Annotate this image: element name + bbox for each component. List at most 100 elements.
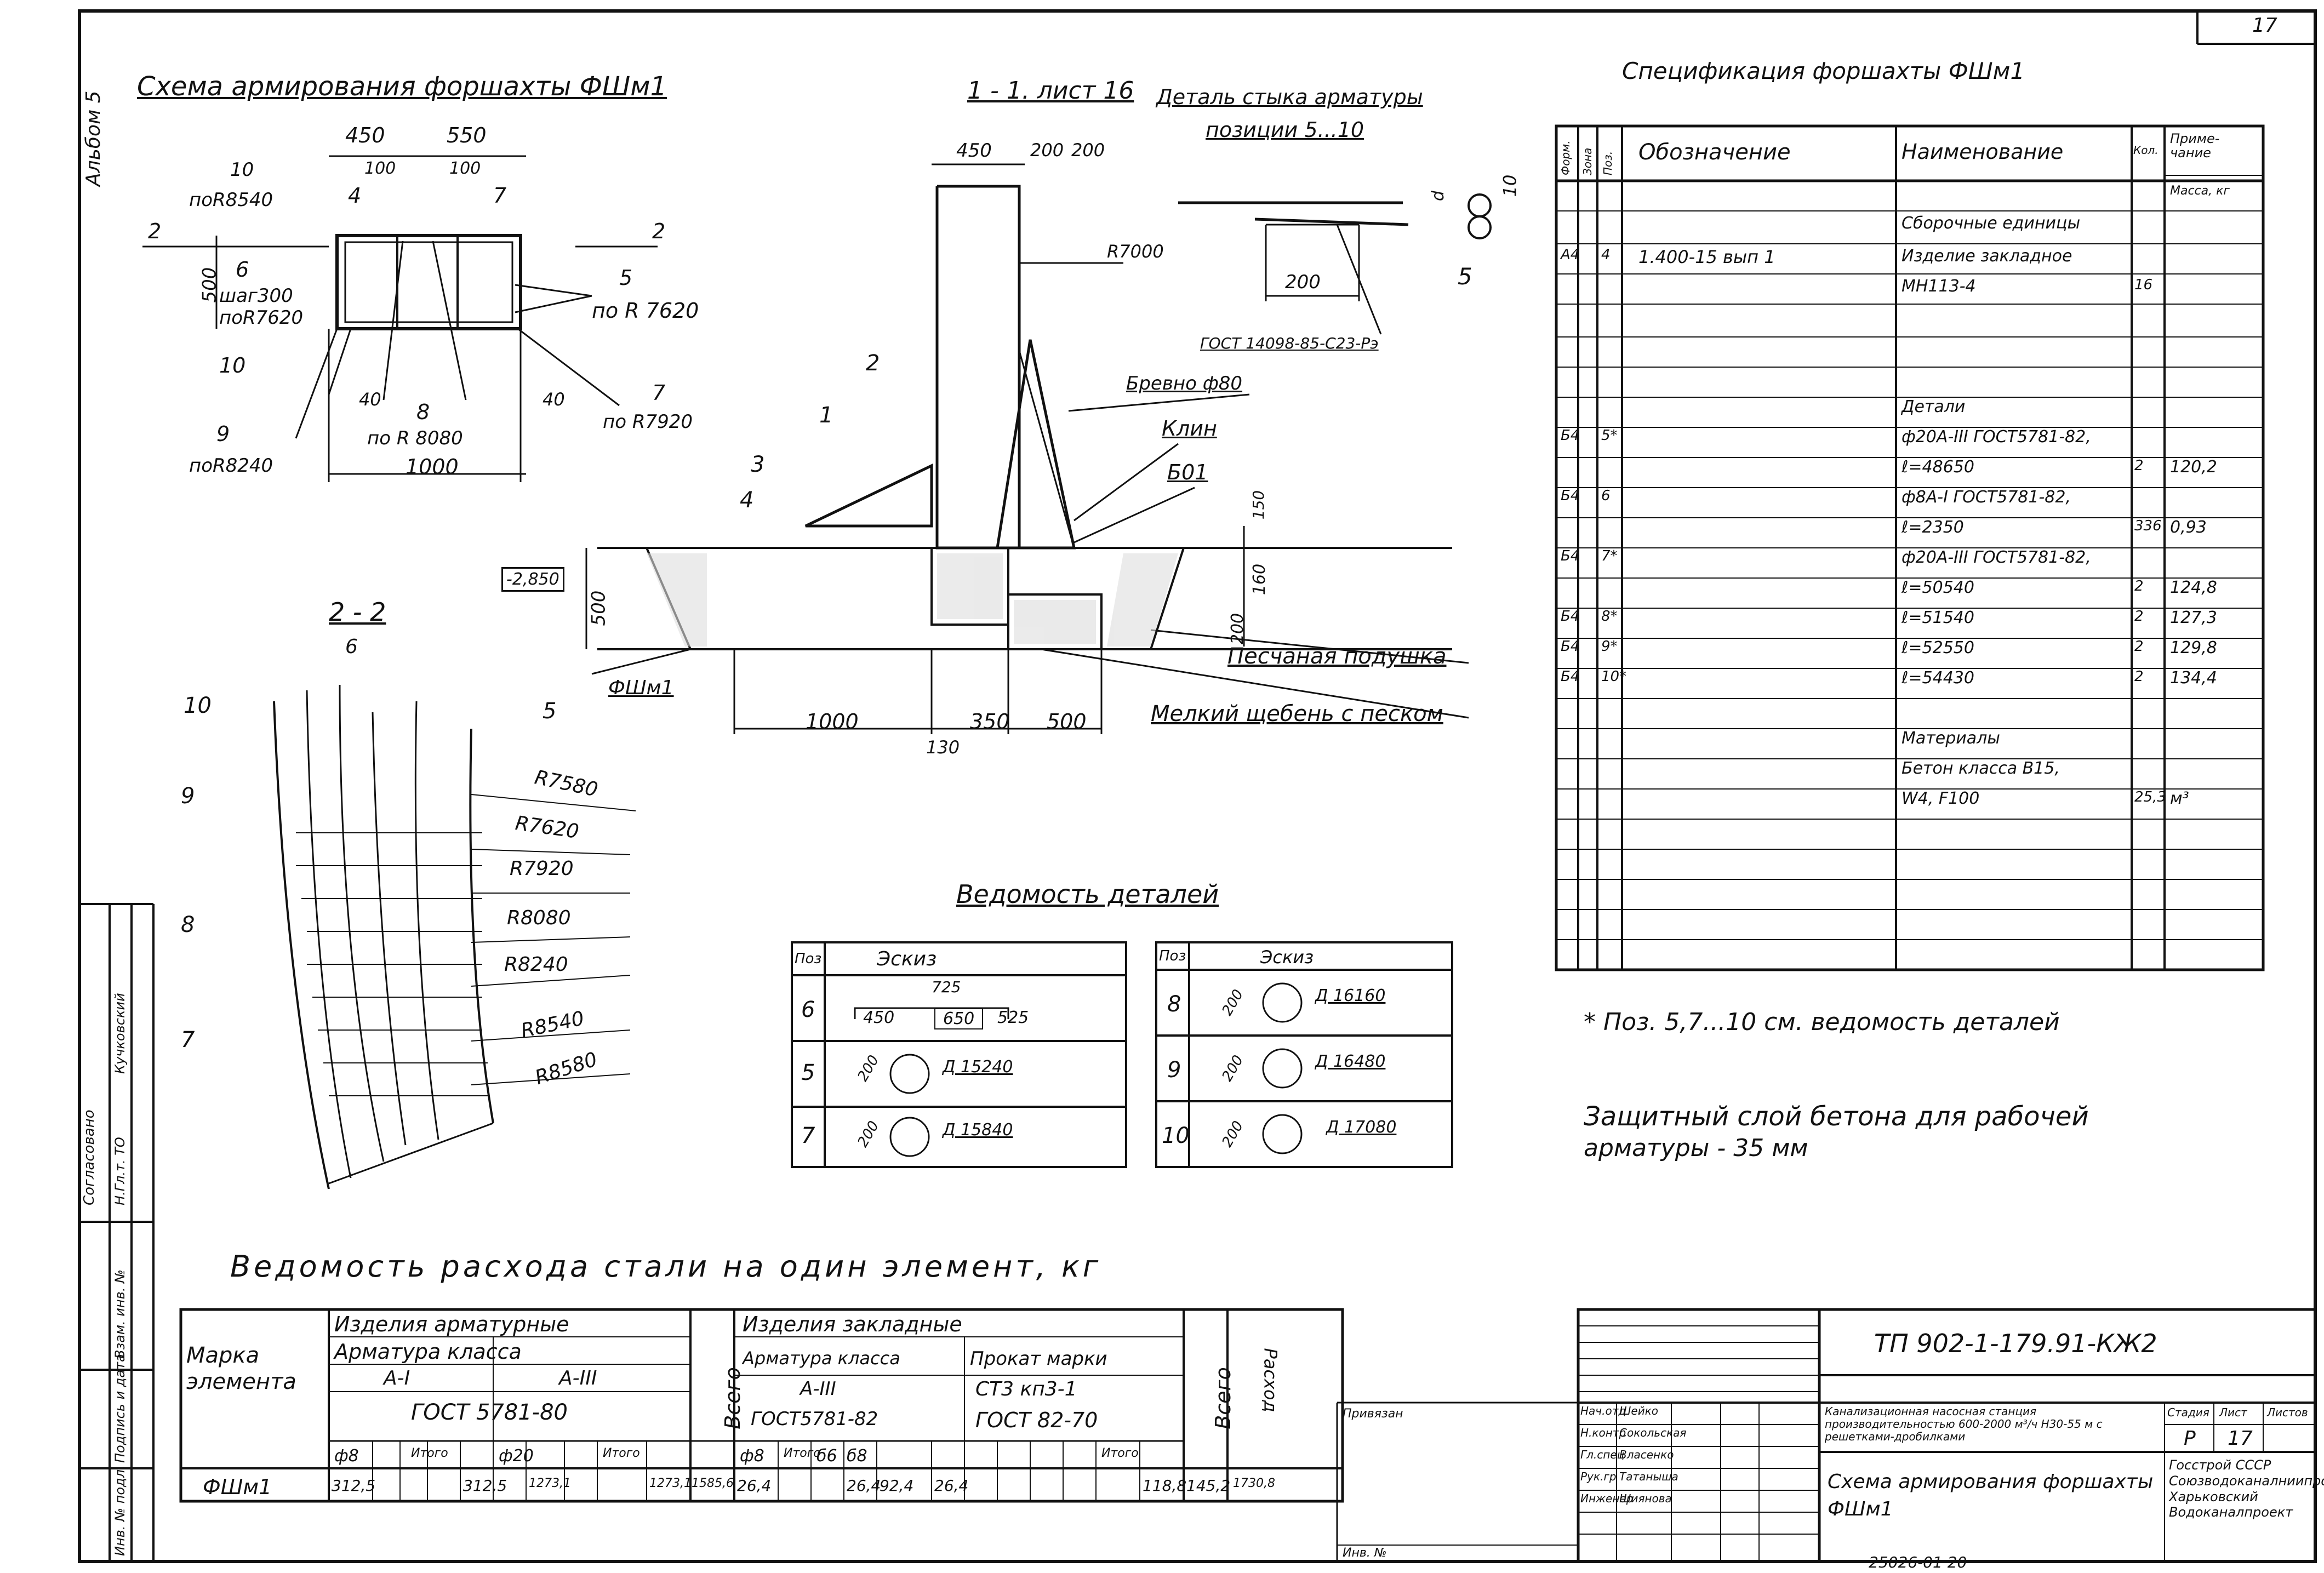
spec-row-name: ℓ=2350 xyxy=(1902,518,1964,537)
archive-number: 25026-01 20 xyxy=(1869,1553,1967,1571)
dim-450: 450 xyxy=(345,123,385,147)
spec-row-format: Б4 xyxy=(1561,638,1580,655)
joint-dim-200: 200 xyxy=(1285,271,1321,293)
section-mark-2b: 2 xyxy=(652,219,666,243)
steel-value: 1585,6 xyxy=(692,1477,734,1490)
spec-row-qty: 2 xyxy=(2134,608,2144,625)
s11-dim-500: 500 xyxy=(1047,710,1087,734)
spec-row-note: 134,4 xyxy=(2170,668,2217,688)
parts-row6-d: 525 xyxy=(997,1008,1029,1027)
stamp-org: Госстрой СССР Союзводоканалниипроект Хар… xyxy=(2169,1457,2324,1520)
spec-row-qty: 2 xyxy=(2134,638,2144,655)
stamp-role: Рук.гр xyxy=(1580,1470,1617,1483)
parts-table-right xyxy=(1155,941,1453,1168)
wedge-shape xyxy=(996,339,1076,550)
stamp-stage: Р xyxy=(2184,1427,2196,1450)
dim-550: 550 xyxy=(447,123,487,147)
joint-dim-d: d xyxy=(1429,190,1448,202)
spec-row-format: Б4 xyxy=(1561,548,1580,564)
label-10b: 10 xyxy=(219,353,246,377)
steel-subheader: б8 xyxy=(847,1446,867,1466)
parts-row6-b: 725 xyxy=(932,978,961,996)
label-7b: 7 xyxy=(652,381,666,405)
steel-value: 92,4 xyxy=(880,1477,914,1495)
steel-h-rebar-class: Арматура класса xyxy=(334,1340,522,1364)
spec-row-note: 129,8 xyxy=(2170,638,2217,657)
spec-row-note: 120,2 xyxy=(2170,457,2217,477)
label-10a: 10 xyxy=(230,159,254,181)
spec-row-qty: 16 xyxy=(2134,277,2153,293)
parts-row5-diam: Д 15240 xyxy=(943,1057,1013,1077)
label-7: 7 xyxy=(493,184,507,208)
joint-dim-5: 5 xyxy=(1458,263,1472,290)
dim-1000: 1000 xyxy=(406,455,459,479)
steel-h-embed-AIII: А-III xyxy=(800,1378,836,1400)
stamp-name: Сокольская xyxy=(1619,1426,1687,1439)
spec-row-name: Материалы xyxy=(1902,729,2000,748)
spec-row-name: Сборочные единицы xyxy=(1902,214,2081,233)
spec-h-qty: Кол. xyxy=(2133,144,2159,157)
spec-row-qty: 2 xyxy=(2134,668,2144,685)
label-7b-r: по R7920 xyxy=(603,411,693,433)
s11-dim-160: 160 xyxy=(1250,563,1270,596)
s11-dim-130: 130 xyxy=(926,737,960,758)
steel-subheader: ф20 xyxy=(499,1446,534,1466)
s22-r8080: R8080 xyxy=(507,907,571,929)
page-number: 17 xyxy=(2252,14,2277,37)
parts-row6-c: 650 xyxy=(934,1008,984,1029)
spec-row-name: Бетон класса В15, xyxy=(1902,759,2060,778)
joint-title-2: позиции 5...10 xyxy=(1206,118,1364,142)
spec-row-name: W4, F100 xyxy=(1902,789,1980,808)
spec-title: Спецификация форшахты ФШм1 xyxy=(1622,58,2025,84)
steel-h-rolled: Прокат марки xyxy=(970,1348,1107,1370)
spec-row-note: 127,3 xyxy=(2170,608,2217,627)
s22-label-10: 10 xyxy=(184,693,212,718)
steel-subheader: Итого xyxy=(784,1446,821,1460)
steel-value: 1273,1 xyxy=(649,1477,692,1490)
spec-h-pos: Поз. xyxy=(1601,151,1614,175)
note-2a: Защитный слой бетона для рабочей xyxy=(1584,1101,2089,1132)
spec-row-name: ф20А-III ГОСТ5781-82, xyxy=(1902,548,2091,567)
label-10a-r: поR8540 xyxy=(189,189,273,211)
section-11-title: 1 - 1. лист 16 xyxy=(967,77,1134,105)
spec-row-pos: 10* xyxy=(1601,668,1627,685)
stamp-role: Гл.спец xyxy=(1580,1448,1625,1461)
spec-row-name: ℓ=51540 xyxy=(1902,608,1974,627)
dim-500: 500 xyxy=(198,267,221,303)
callout-4: 4 xyxy=(740,488,754,513)
parts-right-head-pos: Поз xyxy=(1159,948,1186,964)
spec-row-name: Детали xyxy=(1902,397,1966,416)
spec-row-note: 0,93 xyxy=(2170,518,2207,537)
stamp-role: Инженер xyxy=(1580,1492,1634,1505)
label-9-r: поR8240 xyxy=(189,455,273,477)
label-4: 4 xyxy=(348,184,362,208)
stamp-sheet-title: Схема армирования форшахты ФШм1 xyxy=(1828,1471,2154,1521)
side-inv-repl: Взам. инв. № xyxy=(112,1269,128,1359)
parts-title: Ведомость деталей xyxy=(956,879,1219,909)
spec-h-form: Форм. xyxy=(1559,140,1572,175)
spec-h-des: Обозначение xyxy=(1638,140,1791,165)
s22-r7920: R7920 xyxy=(510,857,574,880)
spec-row-pos: 4 xyxy=(1601,247,1611,263)
steel-value: 312,5 xyxy=(332,1477,376,1495)
joint-title-1: Деталь стыка арматуры xyxy=(1156,85,1423,109)
stamp-inv: Инв. № xyxy=(1343,1546,1387,1560)
label-6: 6 xyxy=(236,258,249,282)
s22-label-7: 7 xyxy=(181,1027,195,1053)
steel-h-embed-gost: ГОСТ5781-82 xyxy=(751,1408,878,1430)
s11-dim-200b: 200 xyxy=(1071,140,1105,161)
spec-row-name: ℓ=48650 xyxy=(1902,457,1974,477)
stamp-sheets-h: Листов xyxy=(2267,1406,2308,1419)
label-5-r: по R 7620 xyxy=(592,299,699,323)
label-8-r: по R 8080 xyxy=(367,427,463,449)
steel-subheader: Итого xyxy=(411,1446,448,1460)
dim-100b: 100 xyxy=(449,159,481,178)
steel-h-mark: Марка элемента xyxy=(186,1343,296,1394)
steel-h-AIII: А-III xyxy=(559,1367,597,1389)
callout-2: 2 xyxy=(866,351,880,376)
steel-subheader: ф8 xyxy=(334,1446,359,1466)
s11-level: -2,850 xyxy=(501,567,564,592)
steel-h-rebar: Изделия арматурные xyxy=(334,1312,569,1336)
spec-row-format: Б4 xyxy=(1561,488,1580,504)
